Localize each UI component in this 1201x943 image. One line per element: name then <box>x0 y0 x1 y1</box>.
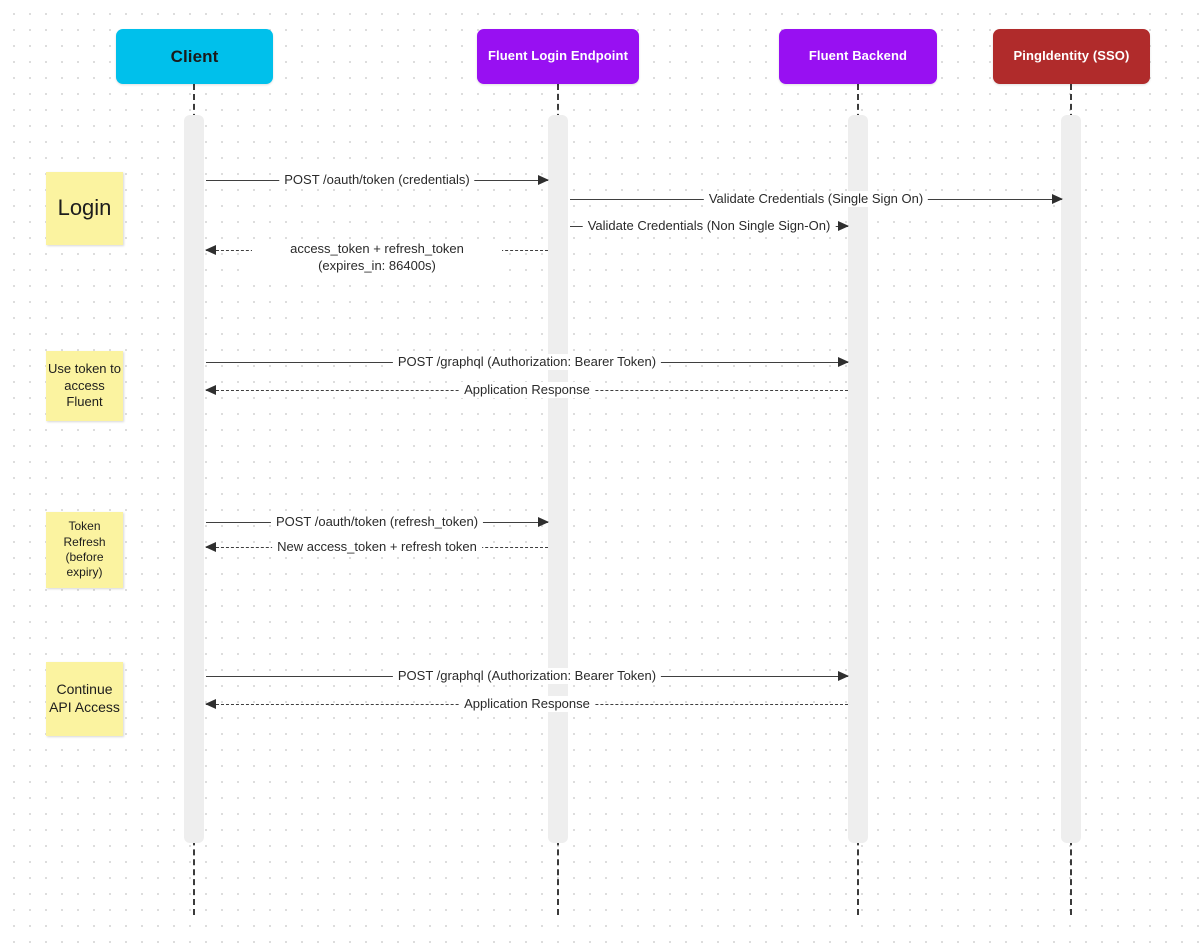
note-continue[interactable]: Continue API Access <box>46 662 123 736</box>
msg-post-oauth-refresh: POST /oauth/token (refresh_token) <box>206 511 549 533</box>
arrowhead-right-icon <box>538 175 549 185</box>
arrowhead-right-icon <box>838 357 849 367</box>
participant-backend[interactable]: Fluent Backend <box>779 29 937 84</box>
message-label: POST /oauth/token (refresh_token) <box>270 513 484 531</box>
note-label: Continue API Access <box>49 681 120 715</box>
participant-label-login: Fluent Login Endpoint <box>487 48 628 64</box>
message-label: POST /graphql (Authorization: Bearer Tok… <box>392 353 662 371</box>
participant-label-client: Client <box>170 46 219 66</box>
message-label: POST /graphql (Authorization: Bearer Tok… <box>392 667 662 685</box>
message-label: access_token + refresh_token (expires_in… <box>252 241 502 274</box>
msg-new-tokens: New access_token + refresh token <box>205 536 548 558</box>
message-label: Application Response <box>459 381 595 399</box>
msg-post-oauth-token: POST /oauth/token (credentials) <box>206 169 549 191</box>
participant-sso[interactable]: PingIdentity (SSO) <box>993 29 1150 84</box>
arrowhead-right-icon <box>838 221 849 231</box>
msg-post-graphql-1: POST /graphql (Authorization: Bearer Tok… <box>206 351 849 373</box>
participant-label-backend: Fluent Backend <box>808 48 908 64</box>
msg-token-response: access_token + refresh_token (expires_in… <box>205 239 548 274</box>
activation-bar-sso <box>1061 115 1081 843</box>
arrowhead-left-icon <box>205 542 216 552</box>
note-refresh[interactable]: Token Refresh (before expiry) <box>46 512 123 588</box>
arrowhead-right-icon <box>1052 194 1063 204</box>
note-label: Token Refresh (before expiry) <box>63 519 106 580</box>
message-label: Application Response <box>459 695 595 713</box>
participant-label-sso: PingIdentity (SSO) <box>1013 48 1130 64</box>
participant-client[interactable]: Client <box>116 29 273 84</box>
message-label: POST /oauth/token (credentials) <box>279 171 475 189</box>
note-label: Login <box>57 195 112 221</box>
arrowhead-left-icon <box>205 245 216 255</box>
msg-app-response-2: Application Response <box>205 693 848 715</box>
msg-app-response-1: Application Response <box>205 379 848 401</box>
msg-validate-non-sso: Validate Credentials (Non Single Sign-On… <box>570 215 849 237</box>
activation-bar-login <box>548 115 568 843</box>
arrowhead-left-icon <box>205 699 216 709</box>
msg-validate-sso: Validate Credentials (Single Sign On) <box>570 188 1063 210</box>
message-label: Validate Credentials (Non Single Sign-On… <box>582 217 836 235</box>
message-label: New access_token + refresh token <box>272 538 482 556</box>
activation-bar-client <box>184 115 204 843</box>
note-use[interactable]: Use token to access Fluent <box>46 351 123 421</box>
note-label: Use token to access Fluent <box>48 361 121 410</box>
activation-bar-backend <box>848 115 868 843</box>
message-label: Validate Credentials (Single Sign On) <box>703 190 929 208</box>
arrowhead-left-icon <box>205 385 216 395</box>
note-login[interactable]: Login <box>46 172 123 245</box>
msg-post-graphql-2: POST /graphql (Authorization: Bearer Tok… <box>206 665 849 687</box>
participant-login[interactable]: Fluent Login Endpoint <box>477 29 639 84</box>
arrowhead-right-icon <box>538 517 549 527</box>
arrowhead-right-icon <box>838 671 849 681</box>
